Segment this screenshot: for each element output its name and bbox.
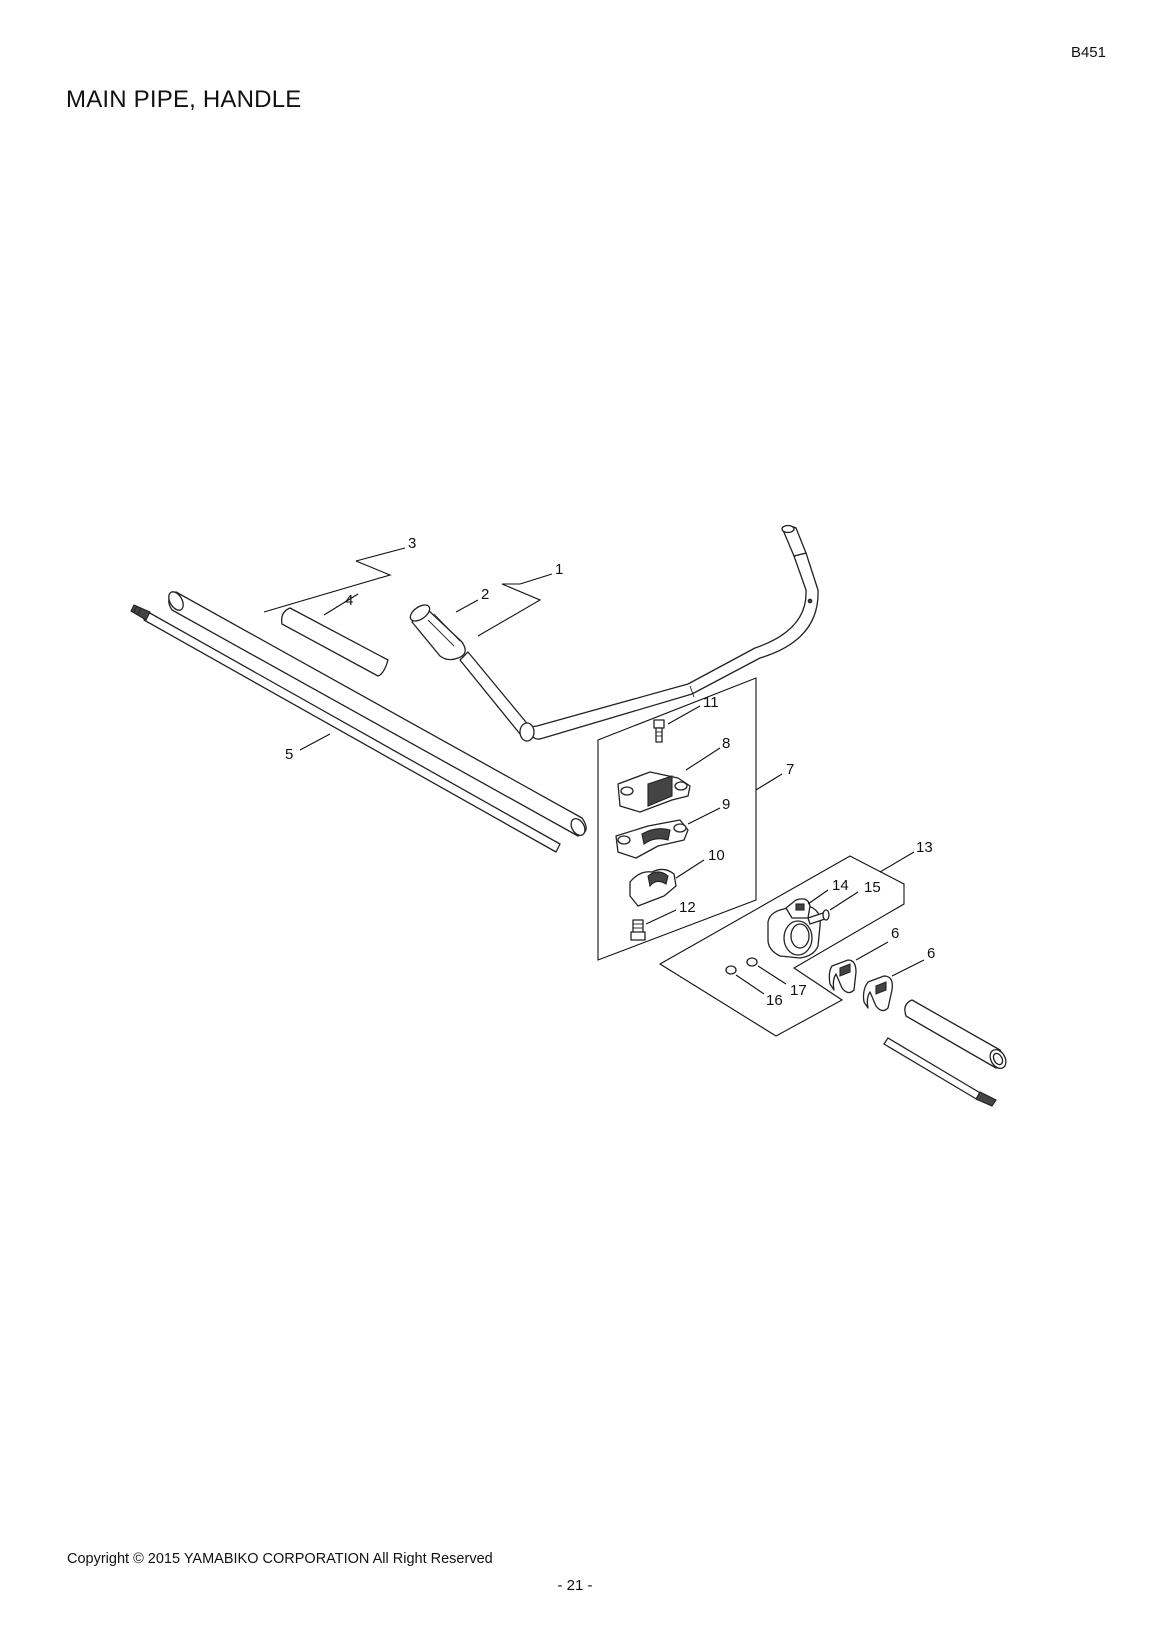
bolt-11 <box>653 719 665 743</box>
callout-13: 13 <box>916 839 933 856</box>
callout-11: 11 <box>703 694 719 711</box>
handle-bar <box>459 524 819 742</box>
callout-14: 14 <box>832 877 849 894</box>
callout-4: 4 <box>345 592 353 609</box>
nut-16 <box>725 965 737 975</box>
hanger-bracket <box>767 898 821 959</box>
callout-6b: 6 <box>927 945 935 962</box>
callout-10: 10 <box>708 847 725 864</box>
clamp-middle <box>615 819 689 859</box>
callout-2: 2 <box>481 586 489 603</box>
clip-left <box>828 959 857 994</box>
leader-lines <box>263 547 925 995</box>
callout-12: 12 <box>679 899 696 916</box>
callout-6a: 6 <box>891 925 899 942</box>
clamp-assembly-box <box>597 677 757 961</box>
pipe-end <box>904 999 1007 1069</box>
copyright-notice: Copyright © 2015 YAMABIKO CORPORATION Al… <box>67 1551 493 1567</box>
clip-right <box>862 975 893 1012</box>
callout-3: 3 <box>408 535 416 552</box>
washer-17 <box>746 957 758 967</box>
callout-labels: 1 2 3 4 5 6 6 7 8 9 10 11 12 13 14 15 16… <box>285 535 935 1009</box>
main-pipe <box>168 591 587 837</box>
callout-9: 9 <box>722 796 730 813</box>
handle-grip <box>409 604 466 661</box>
bolt-12 <box>630 919 646 941</box>
callout-1: 1 <box>555 561 563 578</box>
bracket-assembly-box <box>658 855 905 1037</box>
pipe-sleeve <box>281 607 389 677</box>
clamp-lower <box>629 868 677 907</box>
callout-16: 16 <box>766 992 783 1009</box>
callout-17: 17 <box>790 982 807 999</box>
model-code: B451 <box>1070 44 1106 61</box>
page-title: MAIN PIPE, HANDLE <box>66 86 302 113</box>
drive-shaft <box>130 604 561 853</box>
callout-5: 5 <box>285 746 293 763</box>
callout-7: 7 <box>786 761 794 778</box>
shaft-end <box>883 1037 997 1107</box>
clamp-upper <box>617 771 691 813</box>
callout-8: 8 <box>722 735 730 752</box>
page-number: - 21 - <box>557 1577 593 1594</box>
bolt-15 <box>807 909 830 925</box>
callout-15: 15 <box>864 879 881 896</box>
